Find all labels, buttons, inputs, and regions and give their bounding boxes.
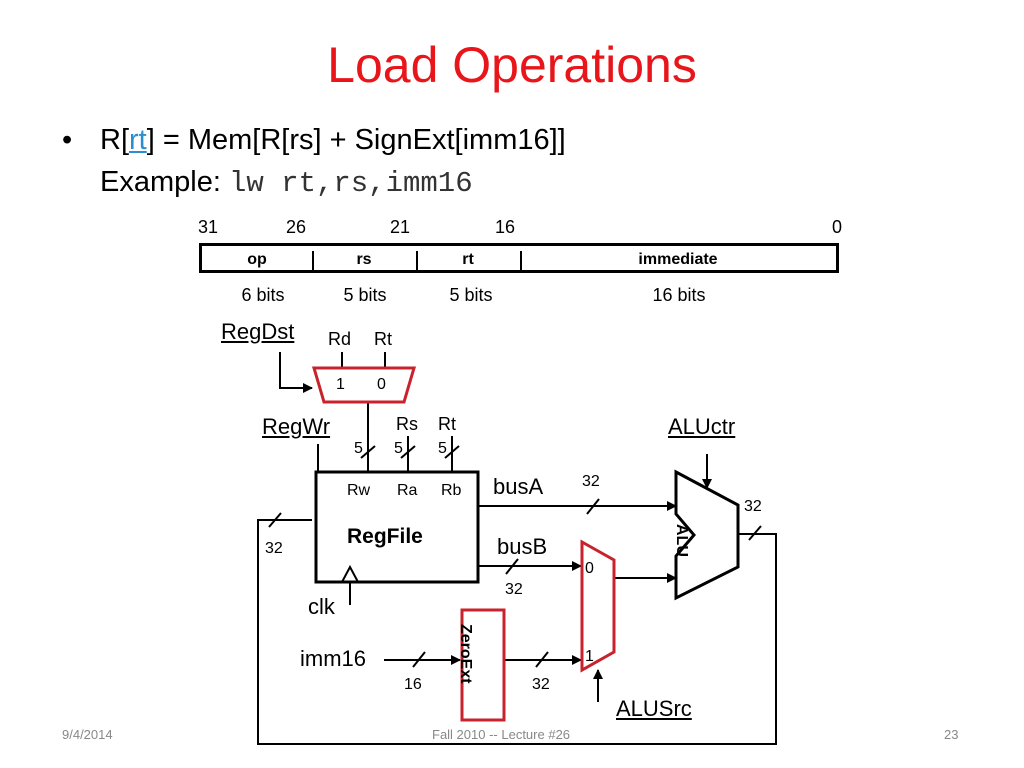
zeroext-label: ZeroExt bbox=[457, 624, 474, 684]
rw-port-label: Rw bbox=[347, 482, 371, 499]
feedback-wire bbox=[257, 519, 777, 745]
footer-page-number: 23 bbox=[944, 727, 959, 742]
alu-out-width-label: 32 bbox=[744, 498, 762, 515]
bit-pos-26: 26 bbox=[286, 217, 307, 237]
ra-width-tick bbox=[400, 445, 416, 459]
clk-triangle bbox=[341, 564, 359, 583]
field-op: op bbox=[202, 251, 314, 273]
width-5-rb: 5 bbox=[438, 440, 447, 457]
rs-label: Rs bbox=[396, 414, 418, 434]
bit-pos-21: 21 bbox=[390, 217, 411, 237]
zeroext-box bbox=[460, 608, 506, 722]
width-5-ra: 5 bbox=[394, 440, 403, 457]
ra-port-label: Ra bbox=[397, 482, 418, 499]
alu-unit bbox=[674, 469, 740, 601]
regfile-label: RegFile bbox=[347, 525, 423, 548]
field-rt: rt bbox=[416, 251, 522, 273]
rt-mux-label: Rt bbox=[374, 329, 392, 349]
alu-out-width-tick bbox=[748, 525, 762, 541]
mux1-in1-label: 1 bbox=[336, 376, 345, 393]
alusrc-mux bbox=[580, 539, 616, 673]
mux2-in1-label: 1 bbox=[585, 648, 594, 665]
busa-label: busA bbox=[493, 474, 544, 499]
footer-date: 9/4/2014 bbox=[62, 727, 113, 742]
busa-width-tick bbox=[586, 498, 600, 515]
mux1-in0-label: 0 bbox=[377, 376, 386, 393]
aluctr-label: ALUctr bbox=[668, 414, 736, 439]
field-immediate: immediate bbox=[638, 251, 718, 268]
width-rs: 5 bits bbox=[343, 285, 387, 305]
imm16-width-tick bbox=[412, 651, 426, 668]
imm16-width-label: 16 bbox=[404, 676, 422, 693]
regdst-wire bbox=[279, 352, 313, 393]
alusrc-label: ALUSrc bbox=[616, 696, 692, 721]
bit-pos-31: 31 bbox=[198, 217, 219, 237]
rb-width-tick bbox=[444, 445, 460, 459]
zeroext-width-tick bbox=[535, 651, 549, 668]
rb-port-label: Rb bbox=[441, 482, 462, 499]
example-label: Example: bbox=[100, 166, 229, 198]
format-box: op rs rt immediate bbox=[199, 243, 839, 273]
bit-pos-16: 16 bbox=[495, 217, 516, 237]
bullet-dot: • bbox=[62, 124, 73, 156]
width-5-rw: 5 bbox=[354, 440, 363, 457]
rd-label: Rd bbox=[328, 329, 352, 349]
alu-label: ALU bbox=[673, 524, 690, 557]
equation-text: R[rt] = Mem[R[rs] + SignExt[imm16]] bbox=[100, 124, 566, 157]
regwr-label: RegWr bbox=[262, 414, 331, 439]
regdst-label: RegDst bbox=[221, 319, 295, 344]
mux2-in0-label: 0 bbox=[585, 560, 594, 577]
example-line: Example: lw rt,rs,imm16 bbox=[100, 166, 473, 200]
feedback-width-label: 32 bbox=[265, 540, 283, 557]
slide-title: Load Operations bbox=[327, 37, 697, 93]
equation-prefix: R[ bbox=[100, 124, 129, 156]
busb-label: busB bbox=[497, 534, 548, 559]
width-op: 6 bits bbox=[241, 285, 285, 305]
example-code: lw rt,rs,imm16 bbox=[228, 167, 473, 200]
busb-width-tick bbox=[505, 558, 519, 575]
zeroext-width-label: 32 bbox=[532, 676, 550, 693]
regdst-mux bbox=[311, 366, 417, 404]
footer-course: Fall 2010 -- Lecture #26 bbox=[432, 727, 571, 742]
width-immediate: 16 bits bbox=[652, 285, 706, 305]
register-file bbox=[314, 470, 480, 584]
feedback-width-tick bbox=[268, 512, 282, 528]
rt-link[interactable]: rt bbox=[129, 124, 147, 156]
rw-width-tick bbox=[360, 445, 376, 459]
equation-suffix: ] = Mem[R[rs] + SignExt[imm16]] bbox=[146, 124, 566, 156]
busa-width-label: 32 bbox=[582, 473, 600, 490]
width-rt: 5 bits bbox=[449, 285, 493, 305]
field-rs: rs bbox=[312, 251, 418, 273]
busb-width-label: 32 bbox=[505, 581, 523, 598]
bit-pos-0: 0 bbox=[832, 217, 843, 237]
imm16-label: imm16 bbox=[300, 646, 367, 671]
clk-label: clk bbox=[308, 594, 335, 619]
rt-label: Rt bbox=[438, 414, 456, 434]
